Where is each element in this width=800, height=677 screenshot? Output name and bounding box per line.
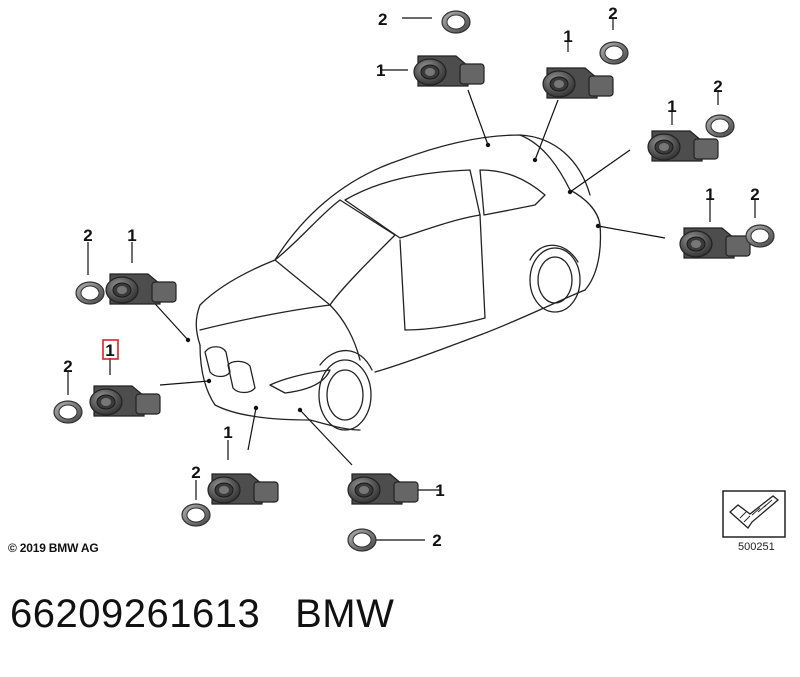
callout-top-sensor: 1: [376, 61, 385, 80]
callout-right-upper-ring: 2: [713, 77, 722, 96]
callout-bottom-ring: 2: [191, 463, 200, 482]
left-upper-sensor-part: [105, 273, 177, 305]
callout-right-upper-sensor: 1: [667, 97, 676, 116]
callout-top-right-sensor: 1: [563, 27, 572, 46]
brand-name: BMW: [295, 592, 395, 636]
right-lower-sensor-part: [679, 227, 751, 259]
part-number: 66209261613: [10, 592, 261, 636]
bottom-sensor-part: [207, 473, 279, 505]
leader-lines: [67, 17, 756, 541]
callout-bottom-sensor: 1: [223, 423, 232, 442]
bottom-ring-part: [181, 503, 211, 527]
callout-top-right-ring: 2: [608, 4, 617, 23]
right-lower-ring-part: [745, 224, 775, 248]
callout-top-ring: 2: [378, 10, 387, 29]
right-upper-ring-part: [705, 114, 735, 138]
diagram-id: 500251: [738, 541, 775, 553]
footer-part-line: 66209261613 BMW: [10, 592, 394, 637]
bottom-right-ring-part: [347, 528, 377, 552]
callout-left-lower-sensor-highlighted: 1: [105, 341, 114, 360]
bottom-right-sensor-part: [347, 473, 419, 505]
car-outline: [195, 134, 602, 431]
left-lower-sensor-part: [89, 385, 161, 417]
callout-left-upper-sensor: 1: [127, 226, 136, 245]
top-right-ring-part: [599, 41, 629, 65]
top-sensor-part: [413, 55, 485, 87]
callout-right-lower-ring: 2: [750, 185, 759, 204]
left-upper-ring-part: [75, 281, 105, 305]
callout-left-upper-ring: 2: [83, 226, 92, 245]
callout-right-lower-sensor: 1: [705, 185, 714, 204]
top-right-sensor-part: [542, 67, 614, 99]
arrow-hatch-icon: [722, 490, 786, 538]
callout-bottom-right-sensor: 1: [435, 481, 444, 500]
callout-bottom-right-ring: 2: [432, 531, 441, 550]
top-ring-part: [441, 10, 471, 34]
left-lower-ring-part: [53, 400, 83, 424]
copyright-text: © 2019 BMW AG: [8, 541, 99, 555]
right-upper-sensor-part: [647, 130, 719, 162]
highlight-box: [102, 339, 119, 360]
callout-left-lower-ring: 2: [63, 357, 72, 376]
leader-dots: [185, 142, 601, 413]
